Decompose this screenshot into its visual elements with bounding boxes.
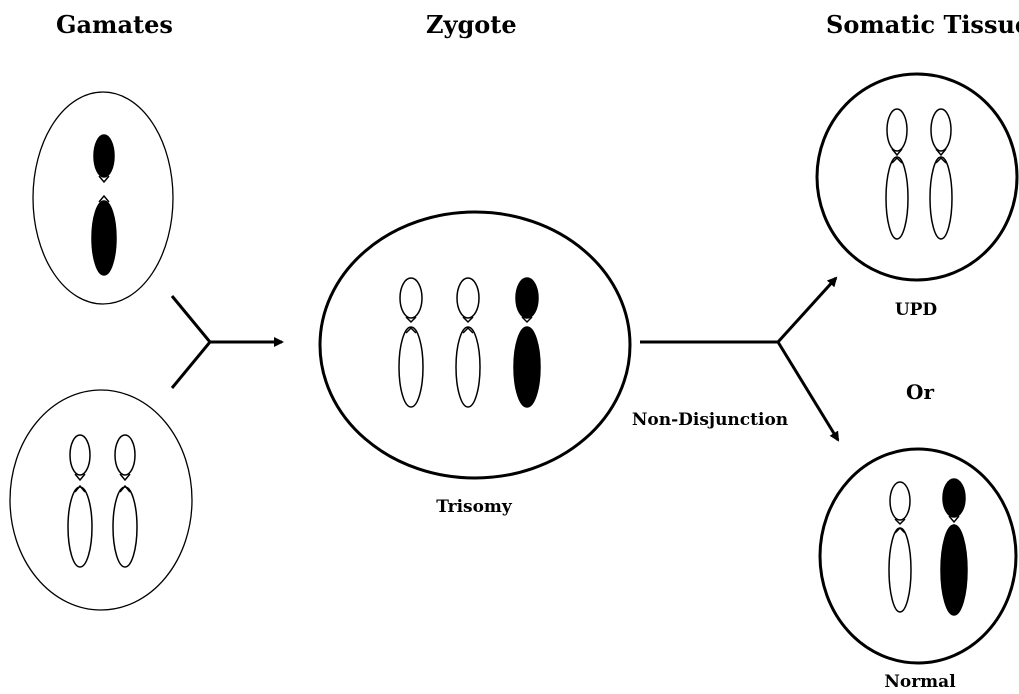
gamete-cell-top (32, 91, 174, 305)
cell-membrane (815, 72, 1019, 282)
chromosome-white (885, 108, 909, 240)
gamete-cell-bottom (9, 389, 193, 611)
heading-zygote: Zygote (426, 10, 517, 39)
cell-membrane (9, 389, 193, 611)
cell-membrane (32, 91, 174, 305)
chromosome-white (455, 277, 481, 408)
heading-somatic-tissue: Somatic Tissue (826, 10, 1019, 39)
heading-gametes: Gamates (56, 10, 173, 39)
chromosome-white (888, 481, 912, 613)
label-normal: Normal (884, 672, 956, 692)
fertilization-arrow (170, 295, 284, 389)
chromosome-black (513, 277, 541, 408)
chromosome-white (929, 108, 953, 240)
label-or: Or (906, 380, 934, 404)
chromosome-white (67, 434, 93, 568)
chromosome-black (940, 478, 968, 616)
label-trisomy: Trisomy (436, 497, 512, 517)
somatic-cell-normal (818, 447, 1018, 665)
zygote-cell (318, 210, 632, 480)
chromosome-black (91, 134, 117, 276)
label-upd: UPD (894, 300, 938, 320)
cell-membrane (818, 447, 1018, 665)
chromosome-white (398, 277, 424, 408)
label-non-disjunction: Non-Disjunction (631, 410, 789, 430)
somatic-cell-upd (815, 72, 1019, 282)
non-disjunction-arrows (640, 276, 840, 442)
cell-membrane (318, 210, 632, 480)
chromosome-white (112, 434, 138, 568)
